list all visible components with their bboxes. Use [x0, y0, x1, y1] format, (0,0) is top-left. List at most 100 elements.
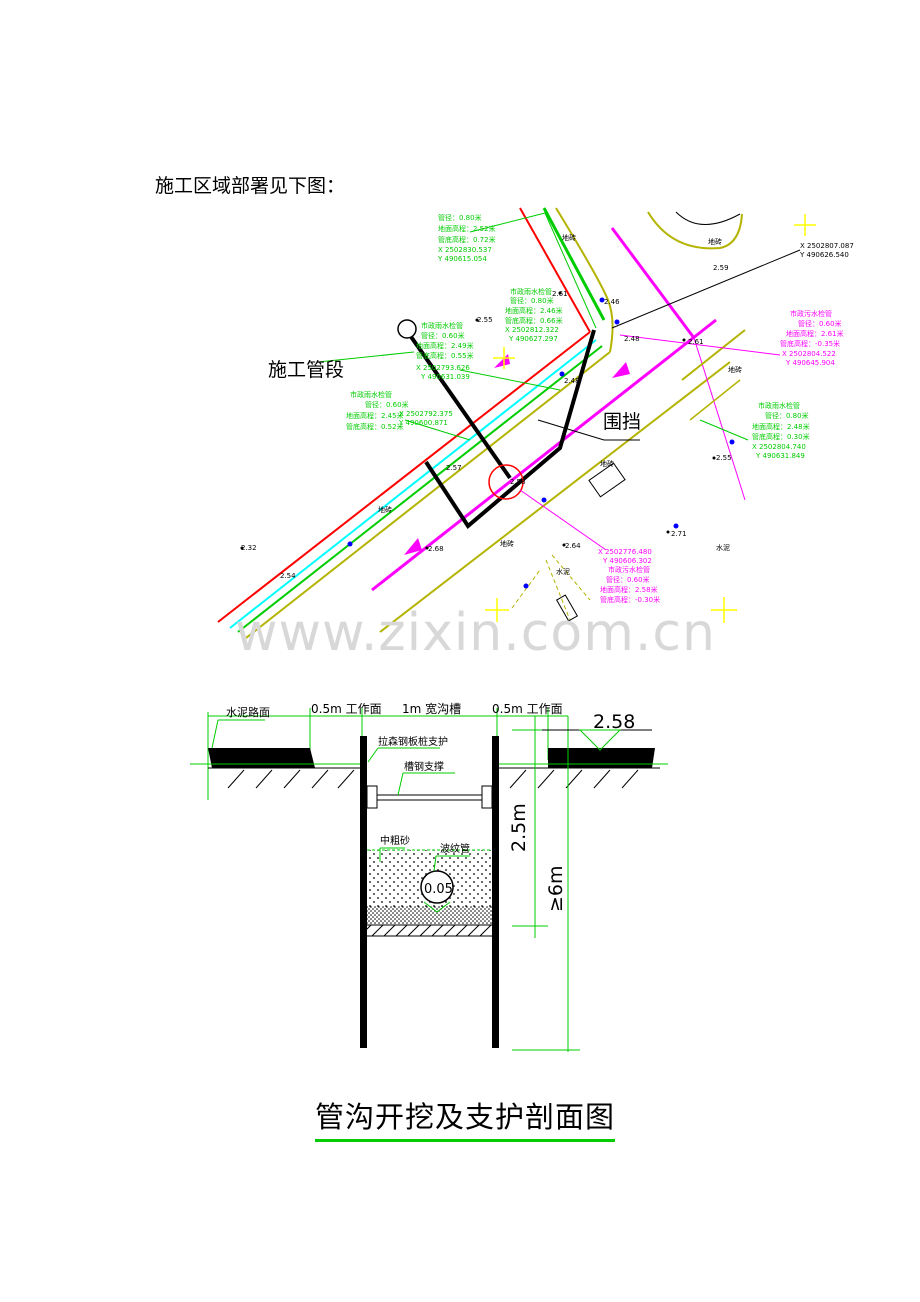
svg-text:地面高程：2.49米: 地面高程：2.49米	[416, 341, 474, 350]
svg-text:地砖: 地砖	[378, 505, 392, 514]
svg-text:Y 490631.039: Y 490631.039	[420, 373, 470, 381]
svg-text:地砖: 地砖	[708, 237, 722, 246]
svg-text:Y 490627.297: Y 490627.297	[508, 335, 558, 343]
svg-text:管径：0.60米: 管径：0.60米	[365, 400, 409, 409]
svg-text:地面高程：2.48米: 地面高程：2.48米	[752, 422, 810, 431]
svg-text:X 2502804.522: X 2502804.522	[782, 350, 836, 358]
svg-text:2.59: 2.59	[713, 264, 729, 272]
svg-text:2.57: 2.57	[446, 464, 462, 472]
svg-text:管径：0.80米: 管径：0.80米	[438, 213, 482, 222]
svg-text:X 2502804.740: X 2502804.740	[752, 443, 806, 451]
svg-text:X 2502812.322: X 2502812.322	[505, 326, 559, 334]
svg-text:X 2502792.375: X 2502792.375	[399, 410, 453, 418]
svg-text:地砖: 地砖	[562, 233, 576, 242]
svg-text:Y 490645.904: Y 490645.904	[785, 359, 835, 367]
svg-text:Y 490626.540: Y 490626.540	[799, 251, 849, 259]
svg-text:地面高程：2.52米: 地面高程：2.52米	[438, 224, 496, 233]
olive-road-edge	[245, 351, 611, 639]
svg-text:Y 490615.054: Y 490615.054	[437, 255, 487, 263]
storm-well-annotation-5: 市政雨水检管 管径：0.80米 地面高程：2.48米 管底高程：0.30米 X …	[752, 401, 810, 460]
svg-text:管底高程：0.72米: 管底高程：0.72米	[438, 235, 496, 244]
site-plan	[217, 207, 816, 639]
svg-text:地砖: 地砖	[500, 539, 514, 548]
svg-text:市政污水检管: 市政污水检管	[608, 565, 650, 574]
svg-text:2.55: 2.55	[477, 316, 493, 324]
cyan-pipe-line	[229, 339, 597, 629]
sheet-pile-label: 拉森钢板桩支护	[378, 735, 448, 748]
work-face-right-label: 0.5m 工作面	[492, 702, 563, 716]
svg-text:水泥: 水泥	[556, 567, 570, 576]
storm-well-annotation-4: 市政雨水检管 管径：0.60米 地面高程：2.45米 管底高程：0.52米 X …	[346, 390, 453, 431]
svg-text:2.55: 2.55	[716, 454, 732, 462]
svg-text:地面高程：2.58米: 地面高程：2.58米	[600, 585, 658, 594]
enclosure-label: 围挡	[603, 411, 641, 433]
olive-road-edge-2	[379, 361, 731, 633]
svg-text:2.71: 2.71	[671, 530, 687, 538]
svg-text:2.48: 2.48	[564, 377, 580, 385]
svg-text:管底高程：0.30米: 管底高程：0.30米	[752, 432, 810, 441]
svg-text:市政雨水检管: 市政雨水检管	[758, 401, 800, 410]
sewer-well-annotation-2: X 2502776.480 Y 490606.302 市政污水检管 管径：0.6…	[598, 548, 660, 604]
svg-text:管底高程：0.55米: 管底高程：0.55米	[416, 351, 474, 360]
pipe-section-label: 施工管段	[268, 359, 344, 381]
storm-well-annotation-2: 市政雨水检管 管径：0.80米 地面高程：2.46米 管底高程：0.66米 X …	[505, 287, 563, 343]
channel-brace-label: 槽钢支撑	[404, 760, 444, 773]
flow-arrow-icon	[404, 538, 422, 555]
green-pipe-line	[237, 345, 603, 633]
intro-text: 施工区域部署见下图：	[155, 175, 346, 197]
svg-text:管径：0.60米: 管径：0.60米	[606, 575, 650, 584]
red-pipe-line	[217, 331, 591, 623]
svg-text:水泥: 水泥	[716, 543, 730, 552]
svg-text:市政污水检管: 市政污水检管	[790, 309, 832, 318]
trench-section	[190, 708, 668, 1052]
depth-6-label: ≥6m	[545, 865, 567, 912]
svg-text:2.54: 2.54	[280, 572, 296, 580]
left-sheet-pile	[360, 736, 367, 1048]
start-marker-icon	[397, 319, 417, 339]
svg-text:X 2502793.626: X 2502793.626	[416, 364, 470, 372]
pipe-label: 波纹管	[440, 842, 470, 855]
svg-text:X 2502830.537: X 2502830.537	[438, 246, 492, 254]
svg-text:管底高程：-0.30米: 管底高程：-0.30米	[600, 595, 660, 604]
svg-text:2.58: 2.58	[510, 478, 526, 486]
svg-text:Y 490631.849: Y 490631.849	[755, 452, 805, 460]
enclosure-outline	[424, 329, 596, 529]
svg-text:X 2502807.087: X 2502807.087	[800, 242, 854, 250]
trench-width-label: 1m 宽沟槽	[402, 701, 461, 716]
svg-text:市政雨水检管: 市政雨水检管	[510, 287, 552, 296]
svg-text:市政雨水检管: 市政雨水检管	[350, 390, 392, 399]
channel-brace	[376, 794, 483, 801]
svg-text:管径：0.80米: 管径：0.80米	[765, 411, 809, 420]
ground-elevation: 2.58	[593, 711, 635, 733]
storm-well-annotation-3: 市政雨水检管 管径：0.60米 地面高程：2.49米 管底高程：0.55米 X …	[416, 321, 474, 381]
svg-text:管底高程：0.66米: 管底高程：0.66米	[505, 316, 563, 325]
svg-text:2.61: 2.61	[688, 338, 704, 346]
svg-text:Y 490600.871: Y 490600.871	[398, 419, 448, 427]
svg-text:X 2502776.480: X 2502776.480	[598, 548, 652, 556]
sewer-pipe-line	[371, 318, 717, 592]
svg-text:地面高程：2.46米: 地面高程：2.46米	[505, 306, 563, 315]
svg-text:Y 490606.302: Y 490606.302	[602, 557, 652, 565]
sand-label: 中粗砂	[380, 834, 410, 847]
svg-text:管径：0.80米: 管径：0.80米	[510, 296, 554, 305]
sewer-well-annotation-1: 市政污水检管 管径：0.60米 地面高程：2.61米 管底高程：-0.35米 X…	[780, 309, 844, 367]
right-sheet-pile	[492, 736, 499, 1048]
construction-pipe-path	[405, 329, 512, 480]
storm-well-annotation-1: 管径：0.80米 地面高程：2.52米 管底高程：0.72米 X 2502830…	[437, 213, 496, 263]
work-face-left-label: 0.5m 工作面	[311, 702, 382, 716]
depth-25-label: 2.5m	[508, 803, 530, 852]
elevation-points: 2.59 2.61 2.55 2.46 2.48 2.61 2.48 2.55 …	[241, 264, 732, 580]
cement-road-label: 水泥路面	[226, 706, 270, 719]
svg-text:2.64: 2.64	[565, 542, 581, 550]
svg-text:2.61: 2.61	[552, 290, 568, 298]
watermark: www.zixin.com.cn	[235, 603, 716, 663]
corrugated-pipe-icon	[420, 870, 454, 904]
svg-text:地砖: 地砖	[728, 365, 742, 374]
diagram-title: 管沟开挖及支护剖面图	[315, 1094, 616, 1142]
svg-text:2.46: 2.46	[604, 298, 620, 306]
svg-text:地面高程：2.45米: 地面高程：2.45米	[346, 411, 404, 420]
pipe-value: 0.05	[424, 882, 453, 897]
svg-text:管径：0.60米: 管径：0.60米	[798, 319, 842, 328]
svg-text:2.48: 2.48	[624, 335, 640, 343]
